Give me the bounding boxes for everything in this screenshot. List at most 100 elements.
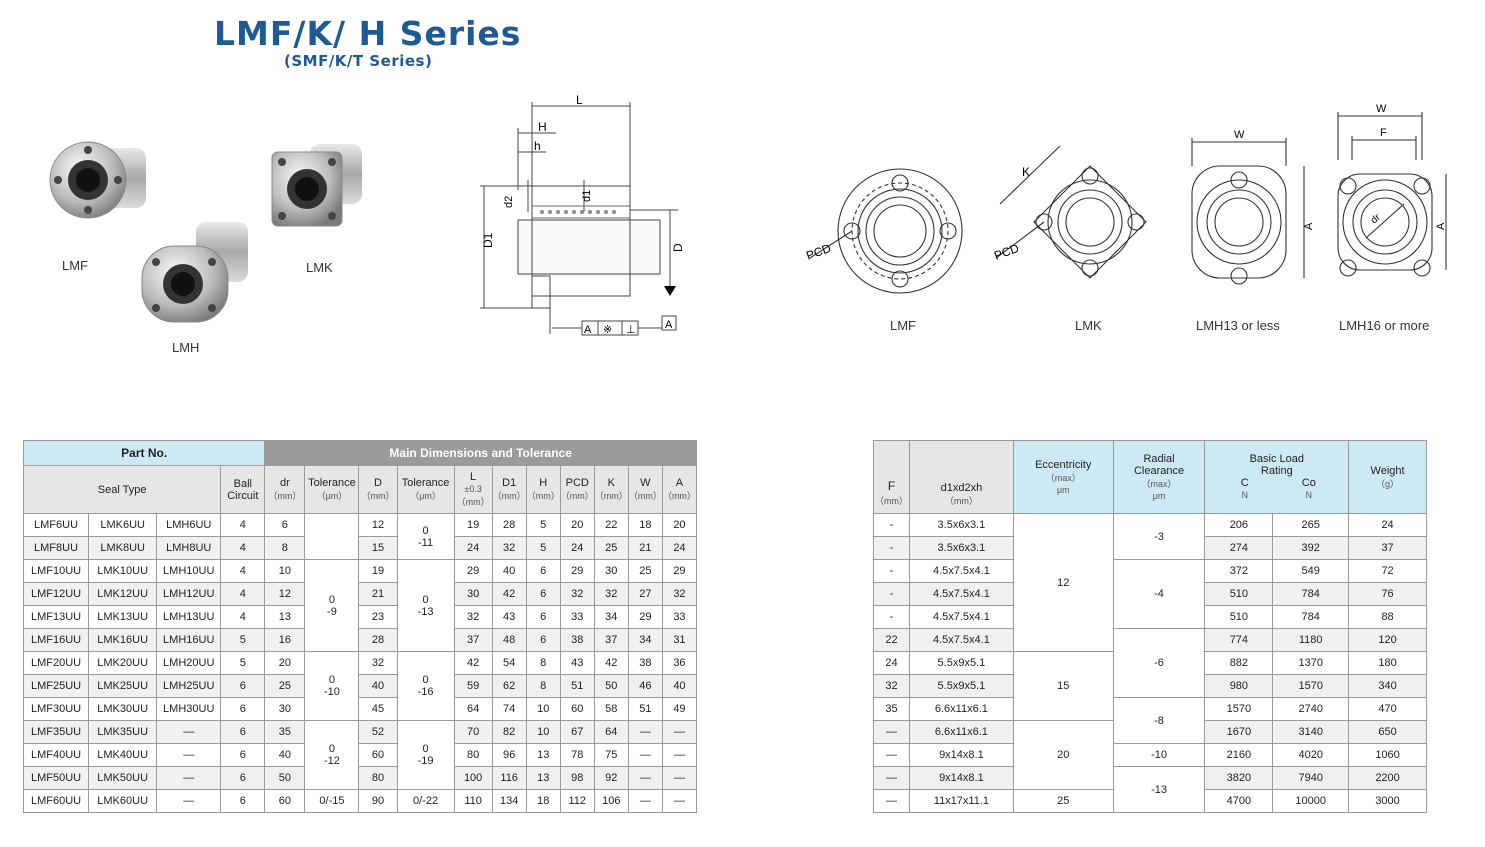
table-cell: 21 (358, 582, 398, 606)
table-cell: 32 (491, 536, 527, 560)
table-cell: LMF60UU (22, 789, 90, 813)
table-cell: 37 (1348, 536, 1427, 560)
table-cell: 100 (453, 766, 493, 790)
D-tolerance-cell: 0-16 (396, 651, 455, 721)
table-cell: 6.6x11x6.1 (908, 697, 1014, 721)
table-cell: 5 (525, 513, 561, 537)
table-cell: 32 (358, 651, 398, 675)
table-cell: 29 (627, 605, 663, 629)
lmh16-view-label: LMH16 or more (1339, 318, 1430, 333)
table-cell: LMK8UU (88, 536, 158, 560)
table-cell: 90 (358, 789, 398, 813)
table-cell: 58 (593, 697, 629, 721)
PCD-header: PCD（mm） (559, 465, 595, 514)
dim-D-label: D (671, 243, 685, 252)
lmf-pcd-label: PCD (804, 241, 833, 263)
table-cell: LMK60UU (88, 789, 158, 813)
table-cell: 74 (491, 697, 527, 721)
table-cell: 4 (220, 582, 266, 606)
dim-H-label: H (538, 120, 547, 134)
table-cell: LMK13UU (88, 605, 158, 629)
table-cell: 29 (661, 559, 698, 583)
table-cell: 470 (1348, 697, 1427, 721)
table-cell: 23 (358, 605, 398, 629)
dim-d1-label: d1 (581, 190, 593, 202)
lmk-pcd-label: PCD (992, 241, 1021, 263)
table-cell: LMK16UU (88, 628, 158, 652)
dim-h-label: h (534, 139, 541, 153)
table-cell: — (661, 766, 698, 790)
table-cell: LMK25UU (88, 674, 158, 698)
table-cell: 32 (661, 582, 698, 606)
table-cell: 37 (593, 628, 629, 652)
table-cell: LMH25UU (156, 674, 222, 698)
table-cell: 5.5x9x5.1 (908, 674, 1014, 698)
fcf-perp-label: ⊥ (626, 324, 636, 336)
table-cell: LMH10UU (156, 559, 222, 583)
table-cell: 40 (661, 674, 698, 698)
d1xd2xh-header: d1xd2xh（mm） (908, 440, 1014, 514)
table-cell: 11x17x11.1 (908, 789, 1014, 813)
table-cell: 5 (220, 651, 266, 675)
eccentricity-header: Eccentricity（max）μm (1012, 440, 1114, 514)
table-cell: 1570 (1272, 674, 1350, 698)
table-cell: 8 (264, 536, 306, 560)
table-cell: LMF6UU (22, 513, 90, 537)
table-cell: 4.5x7.5x4.1 (908, 605, 1014, 629)
table-cell: - (873, 513, 910, 537)
table-cell: 6.6x11x6.1 (908, 720, 1014, 744)
table-cell: LMK40UU (88, 743, 158, 767)
table-cell: 96 (491, 743, 527, 767)
table-cell: 18 (525, 789, 561, 813)
table-cell: 6 (525, 582, 561, 606)
table-cell: LMH30UU (156, 697, 222, 721)
radial-clearance-cell: -4 (1112, 559, 1206, 629)
radial-clearance-cell: -6 (1112, 628, 1206, 698)
table-cell: LMK10UU (88, 559, 158, 583)
table-cell: 6 (220, 789, 266, 813)
table-cell: 392 (1272, 536, 1350, 560)
table-cell: 64 (593, 720, 629, 744)
lmf-bearing-photo (49, 141, 146, 219)
table-cell: 116 (491, 766, 527, 790)
D1-header: D1（mm） (491, 465, 527, 514)
dr-tolerance-cell: 0-9 (304, 559, 360, 652)
table-cell: LMF8UU (22, 536, 90, 560)
table-cell: 6 (220, 720, 266, 744)
table-cell: 20 (661, 513, 698, 537)
table-cell: 4700 (1204, 789, 1274, 813)
table-cell: 1570 (1204, 697, 1274, 721)
table-cell: LMF30UU (22, 697, 90, 721)
part-no-header: Part No. (22, 440, 266, 466)
table-cell: 106 (593, 789, 629, 813)
table-cell: — (873, 789, 910, 813)
radial-clearance-cell: -10 (1112, 743, 1206, 767)
dim-L-label: L (576, 93, 583, 107)
table-cell: 18 (627, 513, 663, 537)
table-cell: 8 (525, 651, 561, 675)
table-cell: 2160 (1204, 743, 1274, 767)
table-cell: 206 (1204, 513, 1274, 537)
table-cell: 49 (661, 697, 698, 721)
dr-tolerance-header: Tolerance（μm） (304, 465, 360, 514)
table-cell: LMK20UU (88, 651, 158, 675)
table-cell: LMF50UU (22, 766, 90, 790)
table-cell: 20 (559, 513, 595, 537)
table-cell: 10 (525, 720, 561, 744)
table-cell: 4.5x7.5x4.1 (908, 628, 1014, 652)
table-cell: — (661, 789, 698, 813)
table-cell: 60 (264, 789, 306, 813)
table-cell: 4 (220, 513, 266, 537)
table-cell: LMH16UU (156, 628, 222, 652)
table-cell: 29 (559, 559, 595, 583)
table-cell: 25 (593, 536, 629, 560)
table-cell: 6 (220, 697, 266, 721)
table-cell: 5 (220, 628, 266, 652)
